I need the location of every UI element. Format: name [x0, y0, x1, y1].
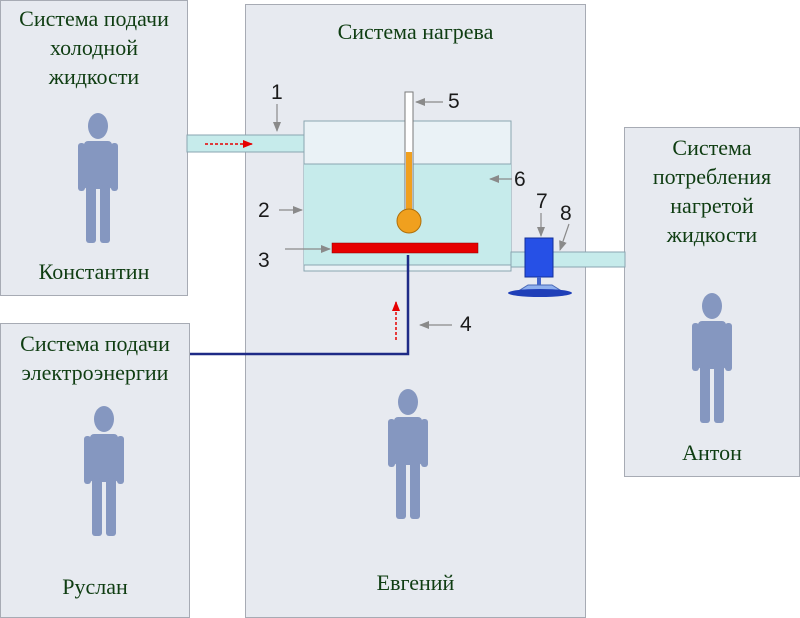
- heating-panel-title: Система нагрева: [337, 19, 494, 44]
- cold-panel-title: Система подачи холодной жидкости: [19, 6, 169, 89]
- person-name-ruslan: Руслан: [62, 574, 128, 599]
- callout-7: 7: [536, 190, 548, 213]
- person-icon-ruslan: [84, 406, 124, 536]
- callout-2: 2: [258, 199, 270, 222]
- thermometer-icon: [396, 91, 422, 234]
- callout-3: 3: [258, 249, 270, 272]
- person-icon-evgeny: [388, 389, 428, 519]
- person-name-konstantin: Константин: [38, 259, 150, 284]
- callout-6: 6: [514, 168, 526, 191]
- valve-icon: [508, 237, 572, 297]
- person-icon-konstantin: [78, 113, 118, 243]
- callout-1: 1: [271, 81, 283, 104]
- callout-4: 4: [460, 313, 472, 336]
- leader-arrow-8: [559, 223, 570, 251]
- power-wire: [190, 255, 410, 356]
- power-panel-title: Система подачи электроэнергии: [20, 331, 170, 385]
- person-name-evgeny: Евгений: [376, 570, 455, 595]
- callout-8: 8: [560, 202, 572, 225]
- person-icon-anton: [692, 293, 732, 423]
- person-name-anton: Антон: [682, 440, 742, 465]
- callout-5: 5: [448, 90, 460, 113]
- consumer-panel-title: Система потребления нагретой жидкости: [652, 135, 772, 247]
- heater-element: [331, 242, 479, 254]
